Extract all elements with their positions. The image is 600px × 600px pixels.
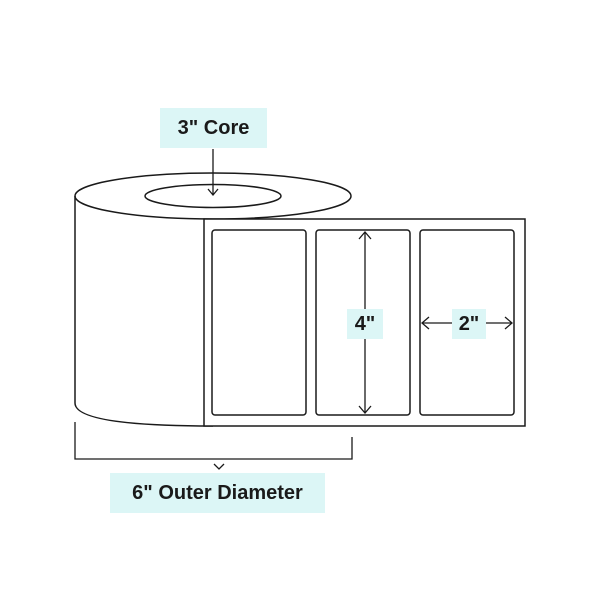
label-3 <box>419 229 515 416</box>
roll-body <box>74 196 214 427</box>
core-label: 3" Core <box>160 108 267 148</box>
outer-diameter-bracket <box>74 422 353 470</box>
label-2 <box>315 229 411 416</box>
core-arrow <box>207 149 219 197</box>
outer-diameter-label: 6" Outer Diameter <box>110 473 325 513</box>
label-width-label: 2" <box>452 309 486 339</box>
label-1 <box>211 229 307 416</box>
label-height-label: 4" <box>347 309 383 339</box>
